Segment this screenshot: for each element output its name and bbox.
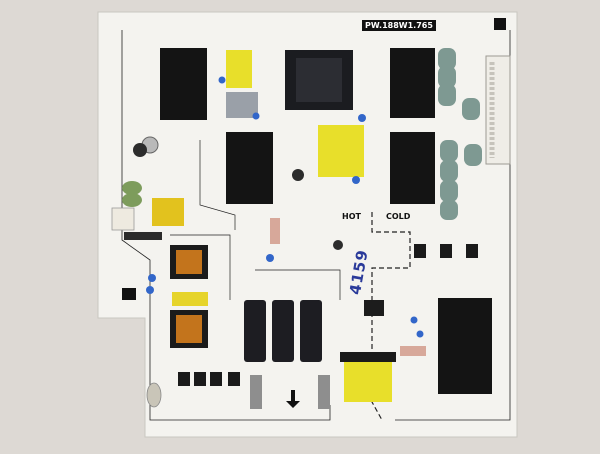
blue-caps	[146, 76, 424, 338]
ic-icon	[364, 300, 384, 316]
transformer-icon	[226, 50, 252, 88]
capacitor-icon	[438, 66, 456, 88]
bracket-icon	[318, 375, 330, 409]
transformer-icon	[318, 125, 364, 177]
capacitor-icon	[333, 240, 343, 250]
connector-icon	[111, 207, 135, 231]
cold-label: COLD	[386, 212, 411, 221]
thermistor-icon	[146, 382, 162, 408]
heatsink-icon	[390, 132, 435, 204]
capacitor-icon	[146, 286, 154, 294]
capacitor-icon	[440, 180, 458, 202]
capacitor-icon	[438, 84, 456, 106]
capacitor-icon	[122, 193, 142, 207]
marker-icon	[494, 18, 506, 30]
capacitor-icon	[410, 316, 418, 324]
diode-icon	[414, 244, 426, 258]
diode-icon	[178, 372, 190, 386]
capacitor-icon	[266, 254, 274, 262]
inductor-winding	[176, 315, 202, 343]
transformer-core	[296, 58, 342, 102]
fuse-icon	[124, 232, 162, 240]
diode-icon	[466, 244, 478, 258]
resistor-icon	[400, 346, 426, 356]
capacitor-icon	[440, 140, 458, 162]
capacitor-icon	[358, 114, 366, 122]
capacitor-icon	[148, 274, 156, 282]
resistor-icon	[270, 218, 280, 244]
capacitor-icon	[464, 144, 482, 166]
hot-label: HOT	[342, 212, 361, 221]
diode-icon	[228, 372, 240, 386]
capacitor-icon	[244, 300, 266, 362]
capacitor-cluster-bottom	[440, 140, 482, 220]
capacitor-icon	[272, 300, 294, 362]
transformer-icon	[344, 360, 392, 402]
heatsink-icon	[226, 132, 273, 204]
capacitor-icon	[133, 143, 147, 157]
bracket-icon	[250, 375, 262, 409]
capacitor-icon	[300, 300, 322, 362]
inductor-winding	[176, 250, 202, 274]
capacitor-icon	[462, 98, 480, 120]
capacitor-cluster-top	[438, 48, 480, 120]
transformer-core	[340, 352, 396, 362]
diode-icon	[440, 244, 452, 258]
capacitor-icon	[440, 200, 458, 220]
diode-icon	[210, 372, 222, 386]
arrow-down-icon	[286, 390, 300, 408]
capacitor-icon	[218, 76, 226, 84]
film-capacitor-icon	[172, 292, 208, 306]
capacitor-icon	[352, 176, 360, 184]
heatsink-icon	[390, 48, 435, 118]
heatsink-icon	[160, 48, 207, 120]
trace-inner	[170, 140, 341, 300]
film-capacitor-icon	[152, 198, 184, 226]
capacitor-icon	[438, 48, 456, 70]
diode-icon	[194, 372, 206, 386]
capacitor-icon	[252, 112, 260, 120]
capacitor-icon	[122, 181, 142, 195]
heatsink-icon	[438, 298, 492, 394]
capacitor-icon	[440, 160, 458, 182]
board-model-label: PW.188W1.765	[362, 20, 436, 31]
capacitor-icon	[416, 330, 424, 338]
capacitor-icon	[292, 169, 304, 181]
marker-icon	[122, 288, 136, 300]
relay-icon	[226, 92, 258, 118]
